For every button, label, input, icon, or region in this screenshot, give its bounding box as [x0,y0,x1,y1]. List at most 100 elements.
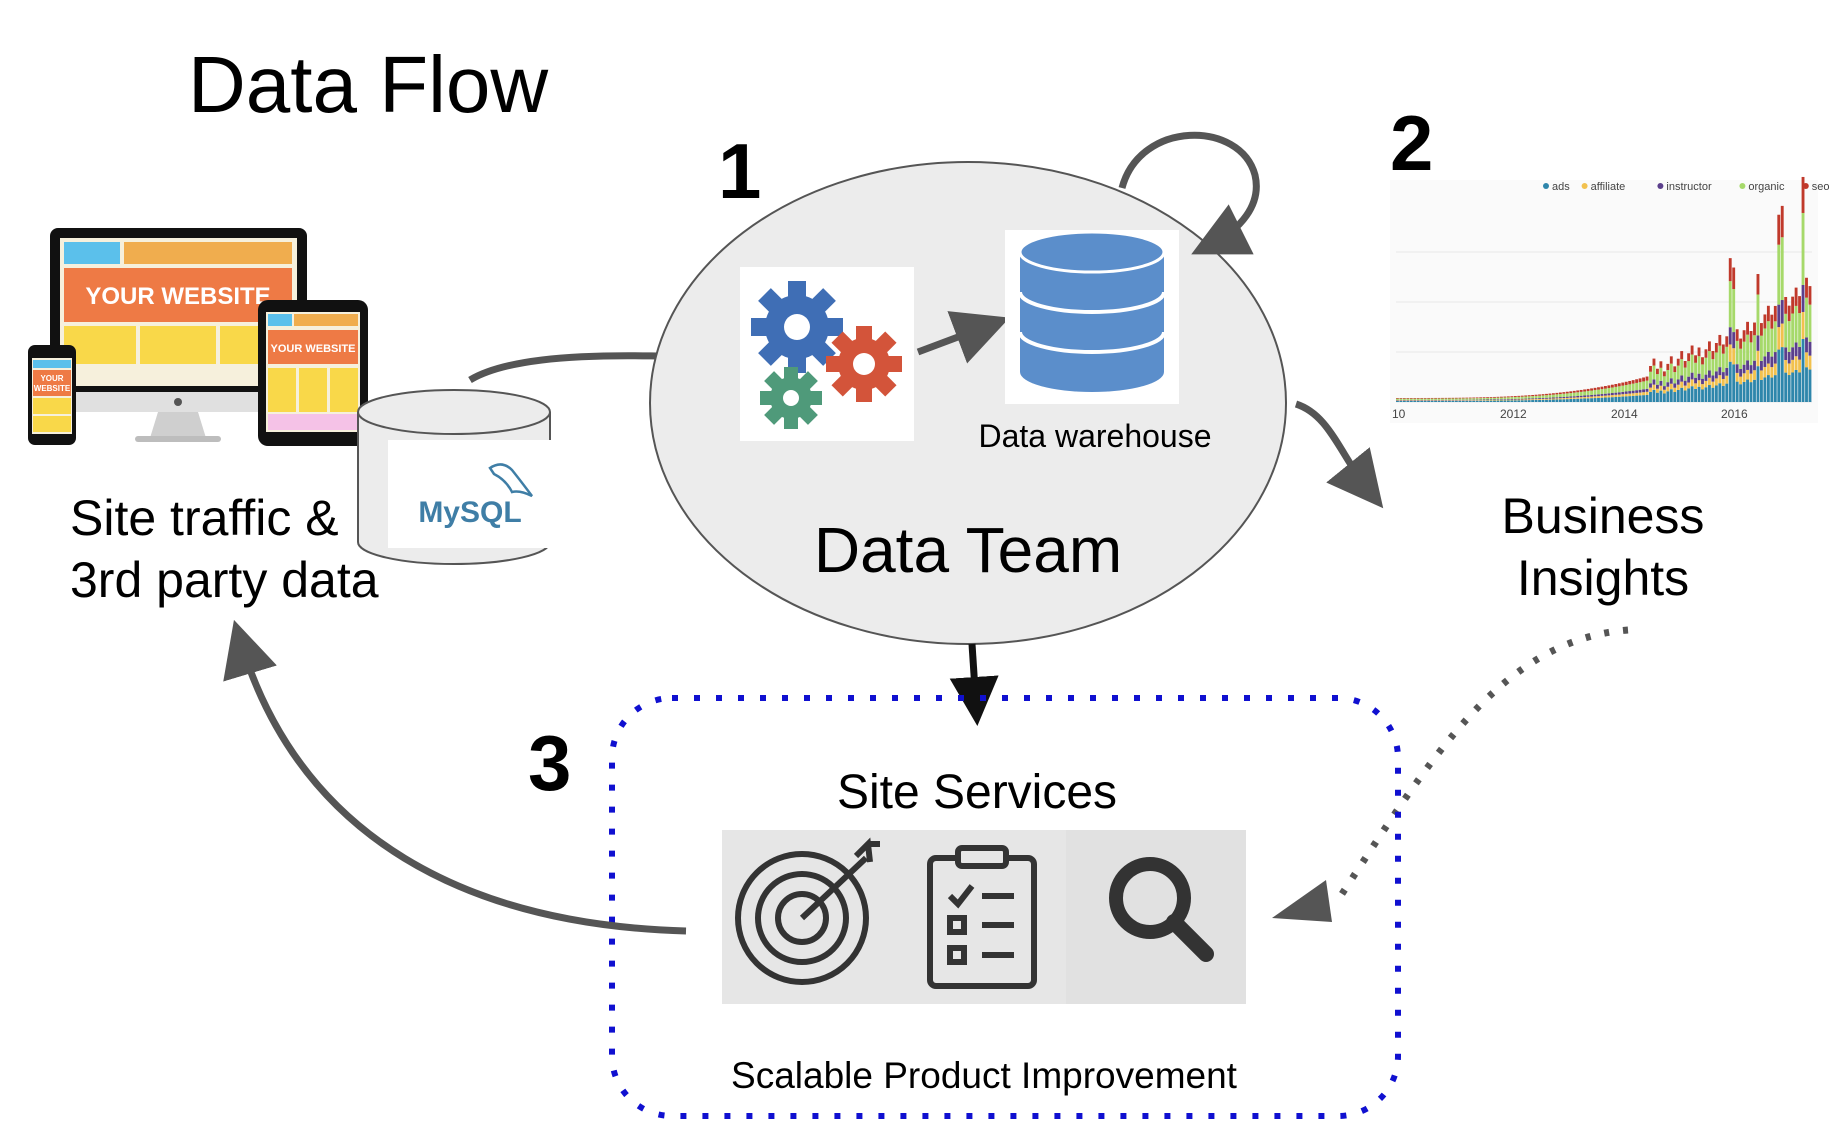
chart-bar-segment-organic [1680,359,1684,376]
chart-bar-segment-instructor [1794,342,1798,357]
chart-bar-segment-seo [1423,397,1427,399]
chart-bar-segment-affiliate [1739,376,1743,385]
chart-bar-segment-organic [1607,388,1611,394]
chart-bar-segment-seo [1808,286,1812,305]
chart-bar-segment-ads [1461,400,1465,402]
chart-bar-segment-organic [1600,389,1604,395]
arrow-insights-to-services-head [1272,880,1332,922]
chart-bar-segment-ads [1503,400,1507,402]
chart-bar-segment-organic [1579,391,1583,396]
chart-bar-segment-seo [1794,287,1798,306]
chart-bar-segment-seo [1468,397,1472,399]
chart-bar-segment-instructor [1555,397,1559,399]
chart-bar-segment-seo [1753,322,1756,336]
chart-bar-segment-ads [1652,389,1656,402]
chart-bar-segment-organic [1773,321,1777,353]
chart-bar-segment-ads [1638,395,1642,402]
chart-bar-segment-affiliate [1572,397,1576,399]
chart-bar-segment-ads [1500,400,1503,402]
chart-bar-segment-ads [1552,399,1555,402]
mysql-logo: MySQL [418,496,521,529]
chart-bar-segment-ads [1531,400,1535,402]
chart-bar-segment-seo [1555,392,1559,395]
chart-bar-segment-affiliate [1461,400,1465,401]
chart-bar-segment-organic [1448,398,1451,400]
chart-bar-segment-instructor [1649,383,1652,388]
chart-bar-segment-organic [1690,354,1694,373]
legend-label-seo: seo [1812,181,1830,193]
chart-bar-segment-ads [1777,349,1781,402]
chart-bar-segment-organic [1756,294,1760,336]
chart-bar-segment-affiliate [1666,386,1670,392]
chart-bar-segment-ads [1631,395,1635,402]
chart-bar-segment-seo [1583,389,1587,392]
chart-bar-segment-instructor [1801,284,1805,312]
chart-bar-segment-seo [1645,376,1649,381]
chart-bar-segment-affiliate [1808,355,1812,370]
chart-bar-segment-instructor [1735,364,1739,373]
chart-bar-segment-instructor [1770,356,1774,368]
chart-bar-segment-ads [1728,361,1732,402]
chart-bar-segment-organic [1780,237,1784,301]
chart-bar-segment-affiliate [1496,399,1500,401]
chart-bar-segment-organic [1399,398,1403,400]
chart-bar-segment-instructor [1475,399,1479,401]
chart-bar-segment-organic [1555,394,1559,398]
chart-bar-segment-instructor [1590,394,1593,397]
chart-bar-segment-affiliate [1631,393,1635,396]
chart-bar-segment-organic [1562,393,1566,397]
chart-bar-segment-ads [1465,400,1469,402]
website-label-small-2: WEBSITE [34,384,71,393]
chart-bar-segment-affiliate [1728,344,1732,362]
website-label-large: YOUR WEBSITE [85,283,270,310]
chart-bar-segment-affiliate [1479,400,1483,401]
chart-bar-segment-organic [1548,394,1552,398]
website-label-small-1: YOUR [40,374,63,383]
chart-bar-segment-affiliate [1652,384,1656,390]
chart-bar-segment-seo [1628,380,1632,385]
chart-bar-segment-affiliate [1780,323,1784,348]
chart-bar-segment-ads [1441,400,1444,402]
chart-bar-segment-organic [1718,345,1722,368]
chart-bar-segment-organic [1697,356,1701,374]
chart-bar-segment-affiliate [1617,394,1621,397]
chart-bar-segment-instructor [1673,383,1677,388]
chart-bar-segment-affiliate [1749,373,1753,383]
chart-bar-segment-ads [1739,384,1743,402]
chart-bar-segment-organic [1770,328,1774,357]
chart-bar-segment-organic [1552,394,1555,398]
chart-bar-segment-instructor [1617,392,1621,395]
chart-bar-segment-instructor [1624,391,1628,394]
chart-bar-segment-seo [1572,390,1576,393]
chart-bar-segment-organic [1624,384,1628,392]
chart-bar-segment-affiliate [1635,392,1639,396]
chart-bar-segment-instructor [1645,388,1649,392]
chart-bar-segment-ads [1701,389,1704,402]
chart-bar-segment-ads [1756,366,1760,402]
chart-bar-segment-ads [1732,364,1736,402]
chart-bar-segment-instructor [1597,394,1600,397]
chart-bar-segment-organic [1576,392,1580,396]
chart-bar-segment-seo [1617,383,1621,387]
legend-marker-seo [1802,183,1809,189]
chart-bar-segment-ads [1711,387,1715,402]
chart-bar-segment-instructor [1732,332,1736,349]
chart-bar-segment-ads [1475,400,1479,402]
chart-bar-segment-ads [1721,385,1725,402]
step-number-2: 2 [1390,99,1433,187]
chart-bar-segment-affiliate [1642,392,1645,396]
chart-bar-segment-instructor [1753,360,1756,371]
chart-bar-segment-organic [1468,398,1472,400]
chart-bar-segment-organic [1423,398,1427,400]
chart-bar-segment-organic [1430,398,1434,400]
chart-bar-segment-instructor [1708,370,1711,378]
chart-bar-segment-organic [1590,390,1593,395]
chart-bar-segment-instructor [1558,397,1562,399]
chart-bar-segment-instructor [1773,352,1777,364]
chart-bar-segment-seo [1524,395,1528,397]
sources-label-line1: Site traffic & [70,490,339,546]
chart-bar-segment-seo [1662,371,1666,377]
chart-bar-segment-seo [1430,397,1434,399]
chart-bar-segment-ads [1697,386,1701,402]
chart-bar-segment-affiliate [1583,396,1587,399]
